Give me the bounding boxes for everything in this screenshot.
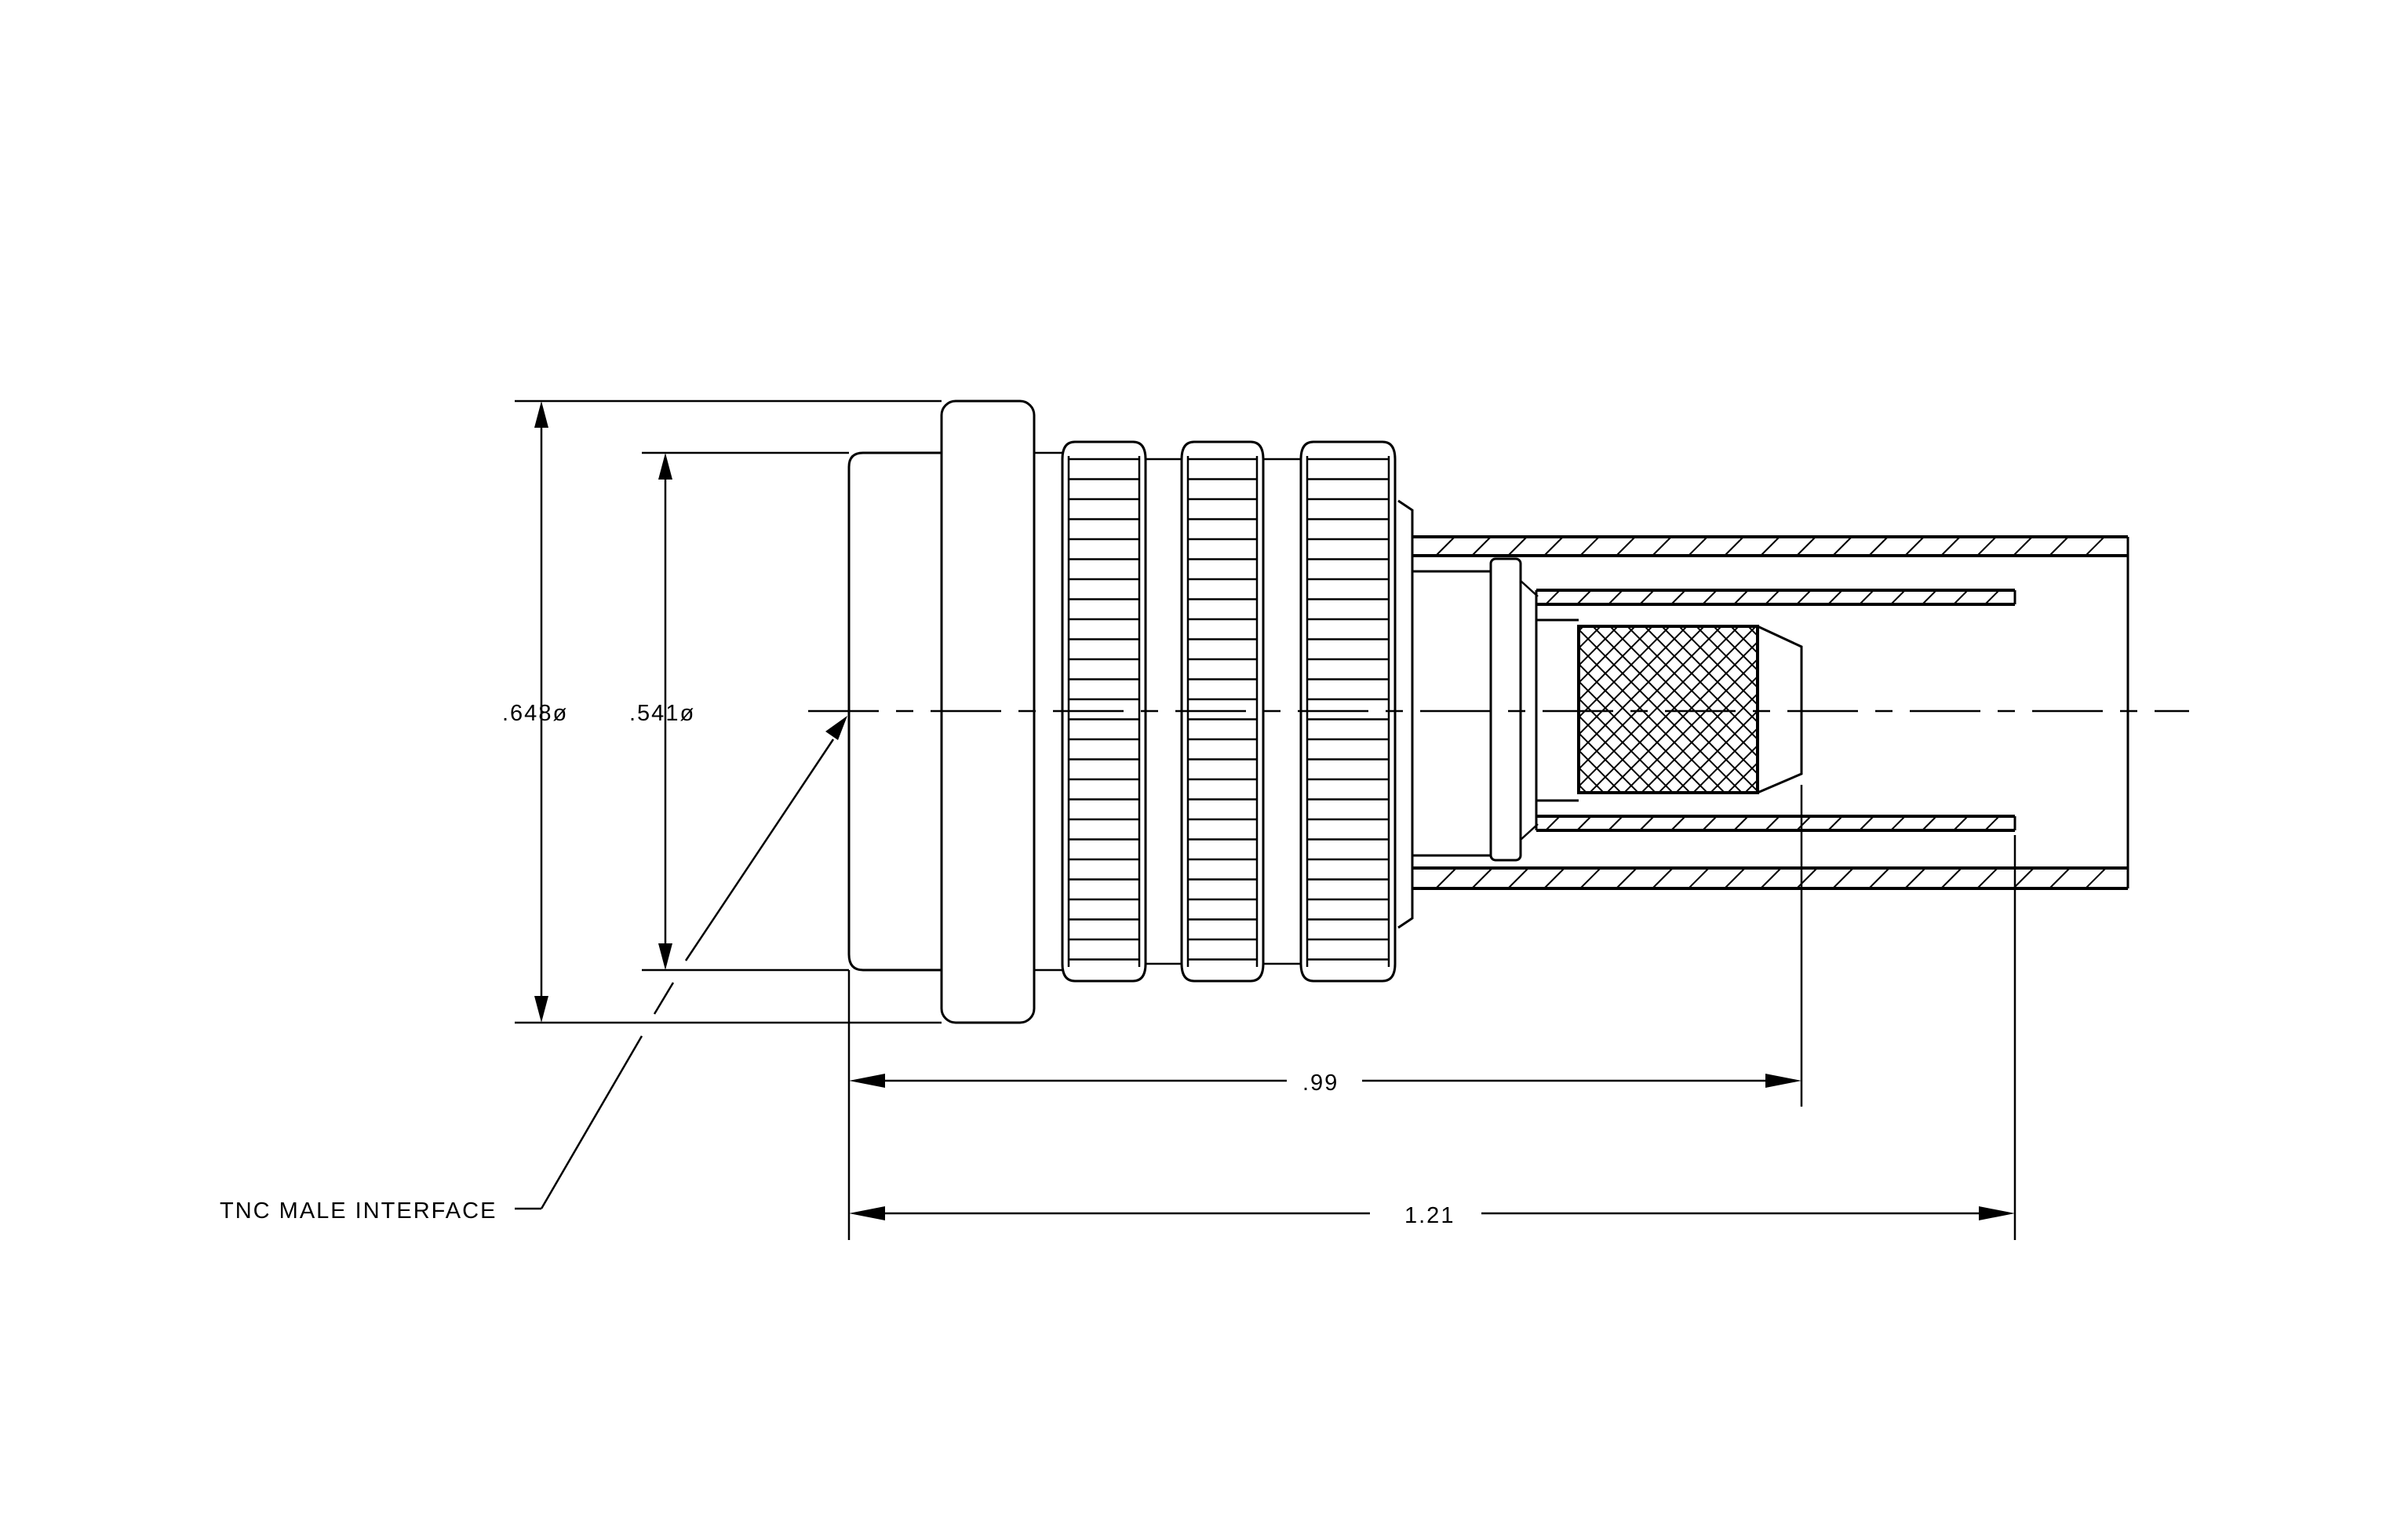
- dim-outer-diameter-label: .648ø: [502, 701, 568, 726]
- dielectric-washer: [1489, 557, 1522, 862]
- dimension-inner-diameter: [642, 451, 849, 972]
- knurl-section: [1180, 440, 1265, 983]
- inner-neck: [1412, 570, 1492, 857]
- callout-interface-label: TNC MALE INTERFACE: [220, 1198, 497, 1224]
- inner-tube: [1535, 589, 2016, 832]
- knurl-collar: [1263, 458, 1301, 965]
- knurled-coupling-ring: [1061, 440, 1397, 983]
- outer-body-tube: [1412, 535, 2129, 890]
- dim-inner-diameter-label: .541ø: [629, 701, 695, 726]
- interface-leader: [515, 716, 847, 1210]
- dimension-outer-diameter: [515, 399, 942, 1024]
- coupling-flange: [940, 399, 1036, 1024]
- center-contact-pin: [1536, 618, 1803, 802]
- dim-length-long-label: 1.21: [1404, 1203, 1455, 1228]
- dimension-length-short: [847, 785, 1803, 1240]
- knurl-section: [1299, 440, 1397, 983]
- interface-body: [847, 451, 942, 972]
- shoulder: [1397, 499, 1414, 929]
- dimension-length-long: [849, 835, 2016, 1240]
- knurl-collar: [1146, 458, 1182, 965]
- dim-length-short-label: .99: [1302, 1071, 1339, 1096]
